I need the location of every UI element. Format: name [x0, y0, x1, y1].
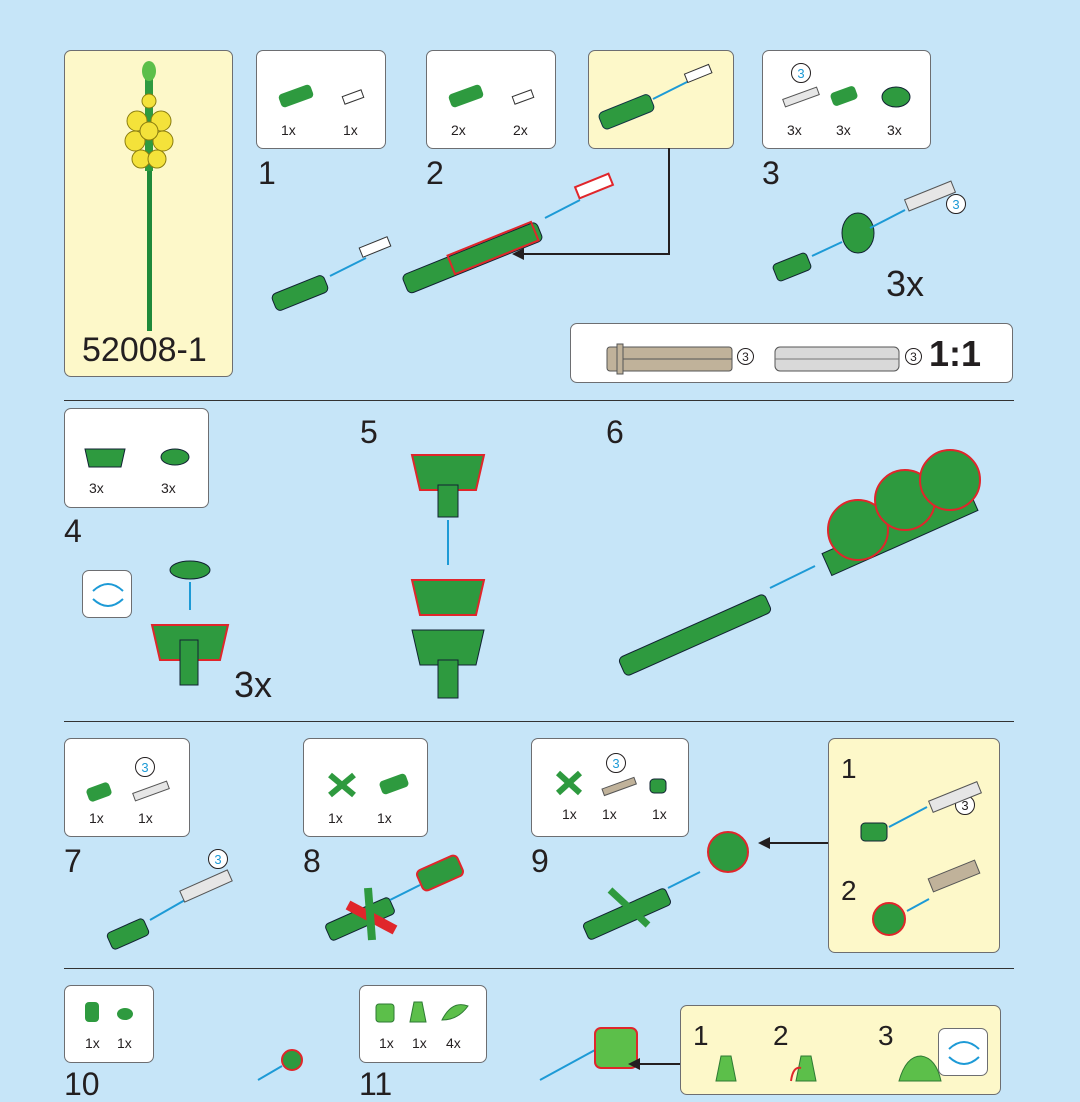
step-number: 3: [762, 155, 780, 191]
parts-list-step-8: 1x 1x: [303, 738, 428, 837]
step-number: 1: [258, 155, 276, 191]
part-qty: 3x: [836, 122, 851, 138]
parts-icons: [782, 86, 911, 108]
parts-icons: [328, 772, 409, 798]
part-qty: 1x: [138, 810, 153, 826]
length-marker: 3: [135, 757, 155, 777]
step-number: 8: [303, 843, 321, 879]
part-qty: 2x: [513, 122, 528, 138]
parts-list-step-4: 3x 3x: [64, 408, 209, 508]
sub-step-number: 2: [841, 875, 857, 906]
part-qty: 1x: [379, 1035, 394, 1051]
parts-icons: [448, 84, 535, 108]
part-qty: 1x: [377, 810, 392, 826]
step-number: 10: [64, 1066, 100, 1102]
length-marker: 3: [606, 753, 626, 773]
section-divider: [64, 721, 1014, 722]
scale-reference-box: 3 3 1:1: [570, 323, 1013, 383]
axle-scale-drawings: [606, 343, 900, 375]
parts-list-step-1: 1x 1x: [256, 50, 386, 149]
part-qty: 1x: [89, 810, 104, 826]
set-overview-box: 52008-1: [64, 50, 233, 377]
parts-icons: [375, 1001, 469, 1023]
part-qty: 1x: [562, 806, 577, 822]
sub-assembly-callout: 1 2 3: [828, 738, 1000, 953]
scale-label: 1:1: [929, 333, 982, 374]
parts-list-step-9: 3 1x 1x 1x: [531, 738, 689, 837]
rotate-model-icon: [938, 1028, 988, 1076]
sub-step-number: 2: [773, 1020, 789, 1051]
rotate-model-icon: [82, 570, 132, 618]
part-qty: 3x: [89, 480, 104, 496]
set-number: 52008-1: [82, 331, 207, 369]
parts-list-step-11: 1x 1x 4x: [359, 985, 487, 1063]
parts-list-step-7: 3 1x 1x: [64, 738, 190, 837]
part-qty: 1x: [412, 1035, 427, 1051]
sub-step-number: 3: [878, 1020, 894, 1051]
part-qty: 3x: [161, 480, 176, 496]
sub-assembly-image: [860, 781, 983, 936]
length-marker: 3: [791, 63, 811, 83]
parts-icons: [85, 1002, 133, 1022]
parts-icons: [278, 84, 365, 108]
sub-assembly-image: [715, 1055, 942, 1082]
step-number: 7: [64, 843, 82, 879]
parts-list-step-10: 1x 1x: [64, 985, 154, 1063]
parts-icons: [84, 448, 190, 468]
sub-assembly-image: [598, 63, 713, 130]
part-qty: 1x: [328, 810, 343, 826]
length-marker: 3: [737, 348, 754, 365]
part-qty: 1x: [281, 122, 296, 138]
part-qty: 3x: [887, 122, 902, 138]
part-qty: 1x: [117, 1035, 132, 1051]
part-qty: 2x: [451, 122, 466, 138]
parts-icons: [86, 780, 170, 802]
length-marker: 3: [905, 348, 922, 365]
parts-list-step-3: 3 3x 3x 3x: [762, 50, 931, 149]
length-marker: 3: [946, 194, 966, 214]
part-qty: 1x: [85, 1035, 100, 1051]
length-marker: 3: [208, 849, 228, 869]
step-number: 6: [606, 414, 624, 450]
part-qty: 4x: [446, 1035, 461, 1051]
step-number: 11: [359, 1066, 393, 1102]
step-number: 4: [64, 513, 82, 549]
sub-step-number: 1: [841, 753, 857, 784]
parts-list-step-2: 2x 2x: [426, 50, 556, 149]
step-number: 2: [426, 155, 444, 191]
repeat-multiplier: 3x: [886, 263, 925, 304]
repeat-multiplier: 3x: [234, 664, 273, 705]
part-qty: 3x: [787, 122, 802, 138]
section-divider: [64, 400, 1014, 401]
sub-assembly-callout: 1 2 3: [680, 1005, 1001, 1095]
flower-model-image: [124, 61, 174, 331]
part-qty: 1x: [652, 806, 667, 822]
sub-step-number: 1: [693, 1020, 709, 1051]
part-qty: 1x: [602, 806, 617, 822]
step-number: 9: [531, 843, 549, 879]
step-number: 5: [360, 414, 378, 450]
sub-assembly-callout: [588, 50, 734, 149]
section-divider: [64, 968, 1014, 969]
part-qty: 1x: [343, 122, 358, 138]
parts-icons: [555, 770, 667, 797]
